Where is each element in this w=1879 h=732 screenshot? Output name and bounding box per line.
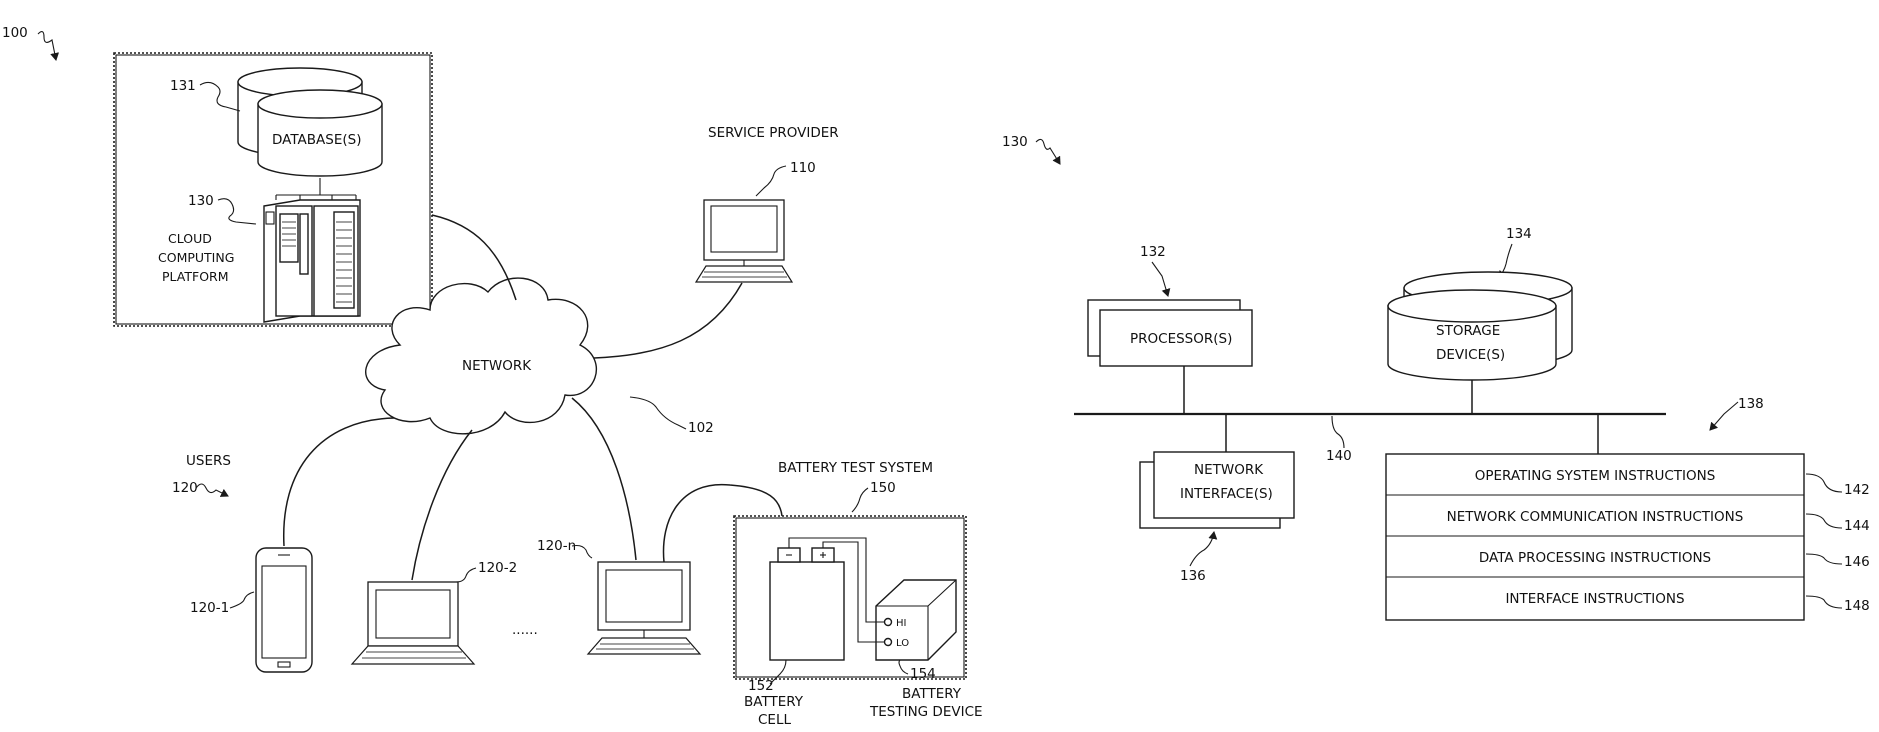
desktop-battery-link	[664, 485, 782, 562]
network-desktop-link	[572, 398, 636, 560]
ref-120-squiggle	[196, 484, 228, 496]
ref-131-leader	[200, 82, 240, 111]
ref-140-leader	[1332, 416, 1344, 448]
ref-152: 152	[748, 678, 774, 694]
users-ellipsis: ......	[512, 622, 538, 638]
ref-144: 144	[1844, 518, 1870, 534]
ref-146: 146	[1844, 554, 1870, 570]
ref-142: 142	[1844, 482, 1870, 498]
ref-154: 154	[910, 666, 936, 682]
database-icon	[238, 68, 382, 176]
instruction-row: DATA PROCESSING INSTRUCTIONS	[1479, 550, 1711, 566]
network-label: NETWORK	[462, 358, 532, 374]
ref-131: 131	[170, 78, 196, 94]
ref-130-leader	[218, 199, 256, 224]
instruction-row: OPERATING SYSTEM INSTRUCTIONS	[1475, 468, 1716, 484]
ref-138-leader	[1710, 402, 1738, 430]
ref-148: 148	[1844, 598, 1870, 614]
ref-100-squiggle	[38, 32, 56, 60]
cloud-label-1: CLOUD	[168, 231, 212, 246]
ref-120-2: 120-2	[478, 560, 517, 576]
network-laptop-link	[412, 430, 472, 580]
ref-154-leader	[899, 660, 908, 674]
lo-terminal-label: LO	[896, 638, 909, 649]
ref-110: 110	[790, 160, 816, 176]
ref-132: 132	[1140, 244, 1166, 260]
storage-label-1: STORAGE	[1436, 323, 1500, 339]
ref-102: 102	[688, 420, 714, 436]
network-phone-link	[284, 418, 394, 546]
ref-110-leader	[756, 166, 786, 196]
net-interface-label-1: NETWORK	[1194, 462, 1264, 478]
right-computing-diagram: 130 132 PROCESSOR(S) 134 STORAGE DEVICE(…	[1002, 134, 1870, 620]
ref-138: 138	[1738, 396, 1764, 412]
ref-130-right: 130	[1002, 134, 1028, 150]
network-cloud-icon	[366, 278, 597, 434]
ref-120: 120	[172, 480, 198, 496]
cloud-label-3: PLATFORM	[162, 269, 229, 284]
battery-testing-device-icon	[876, 580, 956, 660]
ref-100: 100	[2, 25, 28, 41]
ref-130-left: 130	[188, 193, 214, 209]
users-label: USERS	[186, 453, 231, 469]
server-rack-icon	[264, 200, 360, 322]
ref-150-leader	[852, 488, 868, 512]
ref-132-leader	[1152, 262, 1168, 296]
processor-label: PROCESSOR(S)	[1130, 331, 1232, 347]
ref-120-1: 120-1	[190, 600, 229, 616]
net-interface-label-2: INTERFACE(S)	[1180, 486, 1273, 502]
storage-label-2: DEVICE(S)	[1436, 347, 1505, 363]
ref-120-n: 120-n	[537, 538, 576, 554]
service-provider-network-link	[594, 283, 742, 358]
left-system-diagram: 100 DATABASE(S) 131	[2, 25, 983, 728]
battery-cell-label-1: BATTERY	[744, 694, 804, 710]
user-laptop-icon	[352, 582, 474, 664]
instructions-table: OPERATING SYSTEM INSTRUCTIONS NETWORK CO…	[1386, 454, 1804, 620]
ref-134: 134	[1506, 226, 1532, 242]
battery-cell-label-2: CELL	[758, 712, 791, 728]
user-phone-icon	[256, 548, 312, 672]
hi-terminal-label: HI	[896, 618, 906, 629]
user-desktop-icon	[588, 562, 700, 654]
battery-testing-label-2: TESTING DEVICE	[869, 704, 983, 720]
ref-102-leader	[630, 397, 686, 429]
battery-testing-label-1: BATTERY	[902, 686, 962, 702]
instruction-row: INTERFACE INSTRUCTIONS	[1505, 591, 1684, 607]
database-label: DATABASE(S)	[272, 132, 361, 148]
ref-136: 136	[1180, 568, 1206, 584]
ref-130-right-squiggle	[1036, 139, 1060, 164]
battery-cell-icon	[770, 548, 844, 660]
battery-test-system-label: BATTERY TEST SYSTEM	[778, 460, 933, 476]
instruction-row: NETWORK COMMUNICATION INSTRUCTIONS	[1447, 509, 1744, 525]
ref-140: 140	[1326, 448, 1352, 464]
cloud-label-2: COMPUTING	[158, 250, 234, 265]
service-provider-computer-icon	[696, 200, 792, 282]
service-provider-label: SERVICE PROVIDER	[708, 125, 839, 141]
ref-150: 150	[870, 480, 896, 496]
ref-136-leader	[1190, 532, 1214, 566]
